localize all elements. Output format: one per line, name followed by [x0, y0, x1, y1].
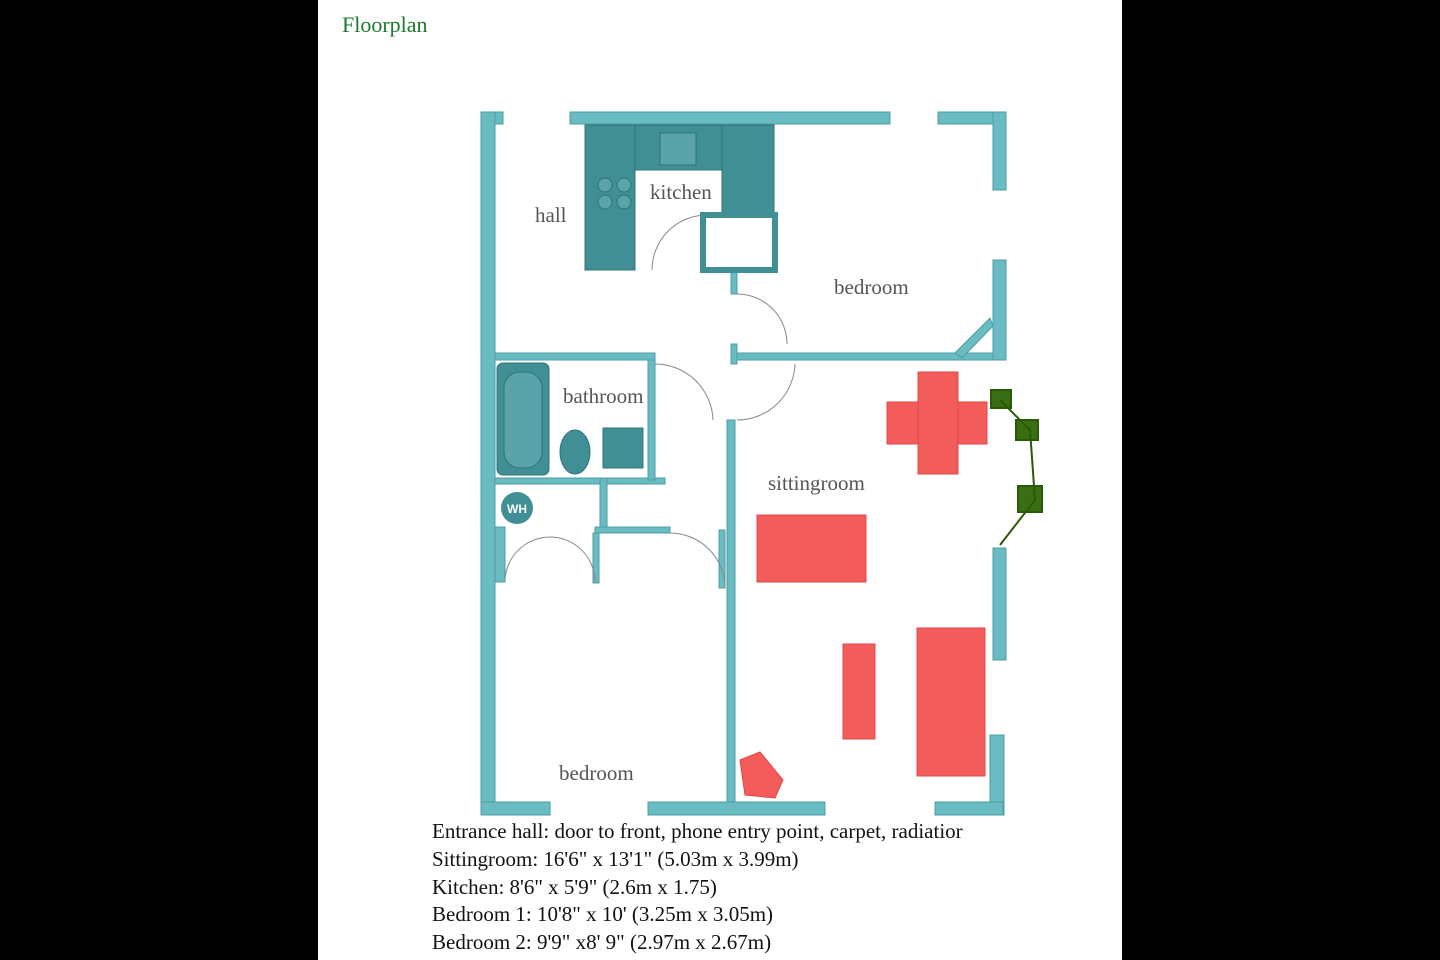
- furniture: [739, 371, 988, 799]
- room-dimensions: Entrance hall: door to front, phone entr…: [432, 818, 963, 957]
- page-title: Floorplan: [342, 12, 428, 37]
- note-line: Kitchen: 8'6" x 5'9" (2.6m x 1.75): [432, 874, 717, 899]
- water-heater: WH: [501, 492, 533, 524]
- room-label-bedroom-2: bedroom: [559, 761, 634, 785]
- room-label-kitchen: kitchen: [650, 180, 712, 204]
- note-line: Sittingroom: 16'6" x 13'1" (5.03m x 3.99…: [432, 846, 799, 871]
- room-label-bedroom-1: bedroom: [834, 275, 909, 299]
- walls: [480, 111, 1007, 816]
- bathroom-fixtures: [496, 362, 644, 476]
- note-line: Bedroom 2: 9'9" x8' 9" (2.97m x 2.67m): [432, 930, 772, 955]
- room-label-sittingroom: sittingroom: [768, 471, 865, 495]
- door-swings: [504, 214, 796, 589]
- room-label-bathroom: bathroom: [563, 384, 643, 408]
- room-label-hall: hall: [535, 203, 567, 227]
- kitchen-units: [584, 124, 778, 273]
- note-line: Bedroom 1: 10'8" x 10' (3.25m x 3.05m): [432, 902, 774, 927]
- plants: [990, 389, 1043, 546]
- water-heater-label: WH: [507, 502, 527, 516]
- note-line: Entrance hall: door to front, phone entr…: [432, 819, 963, 843]
